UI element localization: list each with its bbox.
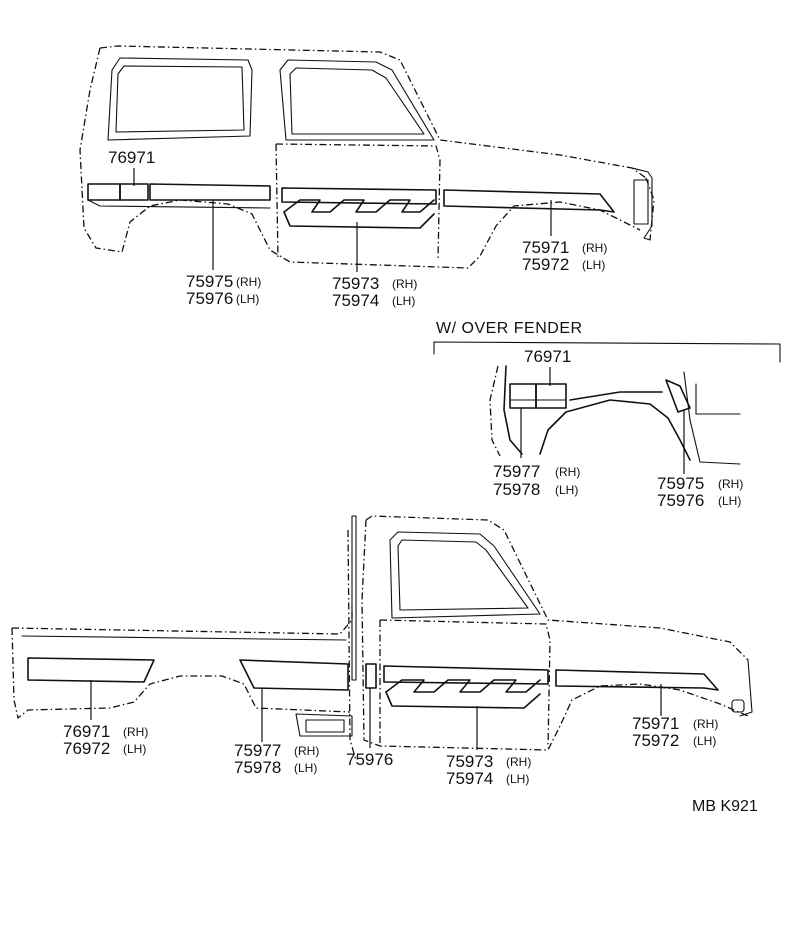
top-labels: 76971 75975 (RH) 75976 (LH) 75973 (RH) 7…: [108, 148, 607, 310]
top-leaders: [133, 168, 552, 272]
over-fender-bracket: [433, 341, 781, 363]
label-inset-1-side: (RH): [555, 465, 580, 479]
label-top-5-part: 75971: [522, 238, 569, 257]
label-top-1-part: 75975: [186, 272, 233, 291]
label-bottom-1-side: (LH): [123, 742, 146, 756]
label-bottom-7-side: (RH): [693, 717, 718, 731]
label-inset-0-part: 76971: [524, 347, 571, 366]
label-top-0-part: 76971: [108, 148, 155, 167]
label-bottom-1-part: 76972: [63, 739, 110, 758]
diagram-code: MB K921: [692, 798, 758, 815]
label-bottom-8-part: 75972: [632, 731, 679, 750]
bottom-leaders: [90, 680, 662, 750]
top-vehicle-drawing: [79, 45, 655, 269]
bottom-labels: 76971 (RH) 76972 (LH) 75977 (RH) 75978 (…: [63, 714, 718, 788]
label-inset-3-part: 75975: [657, 474, 704, 493]
label-top-2-part: 75976: [186, 289, 233, 308]
label-inset-4-part: 75976: [657, 491, 704, 510]
label-bottom-2-side: (RH): [294, 744, 319, 758]
label-bottom-4-part: 75976: [346, 750, 393, 769]
label-bottom-0-side: (RH): [123, 725, 148, 739]
label-bottom-8-side: (LH): [693, 734, 716, 748]
label-top-4-side: (LH): [392, 294, 415, 308]
over-fender-inset: W/ OVER FENDER 76971 75977 (RH) 75978 (L…: [433, 320, 781, 510]
label-bottom-7-part: 75971: [632, 714, 679, 733]
label-inset-4-side: (LH): [718, 494, 741, 508]
label-top-6-part: 75972: [522, 255, 569, 274]
label-inset-1-part: 75977: [493, 462, 540, 481]
label-bottom-6-part: 75974: [446, 769, 493, 788]
label-inset-2-part: 75978: [493, 480, 540, 499]
bottom-vehicle-drawing: [11, 515, 753, 761]
label-top-2-side: (LH): [236, 292, 259, 306]
label-top-3-part: 75973: [332, 274, 379, 293]
label-top-4-part: 75974: [332, 291, 379, 310]
label-bottom-5-side: (RH): [506, 755, 531, 769]
label-top-5-side: (RH): [582, 241, 607, 255]
label-bottom-6-side: (LH): [506, 772, 529, 786]
over-fender-heading: W/ OVER FENDER: [436, 320, 583, 337]
label-bottom-3-part: 75978: [234, 758, 281, 777]
label-bottom-3-side: (LH): [294, 761, 317, 775]
label-top-3-side: (RH): [392, 277, 417, 291]
label-top-1-side: (RH): [236, 275, 261, 289]
label-bottom-0-part: 76971: [63, 722, 110, 741]
label-bottom-5-part: 75973: [446, 752, 493, 771]
label-bottom-2-part: 75977: [234, 741, 281, 760]
label-top-6-side: (LH): [582, 258, 605, 272]
label-inset-2-side: (LH): [555, 483, 578, 497]
label-inset-3-side: (RH): [718, 477, 743, 491]
